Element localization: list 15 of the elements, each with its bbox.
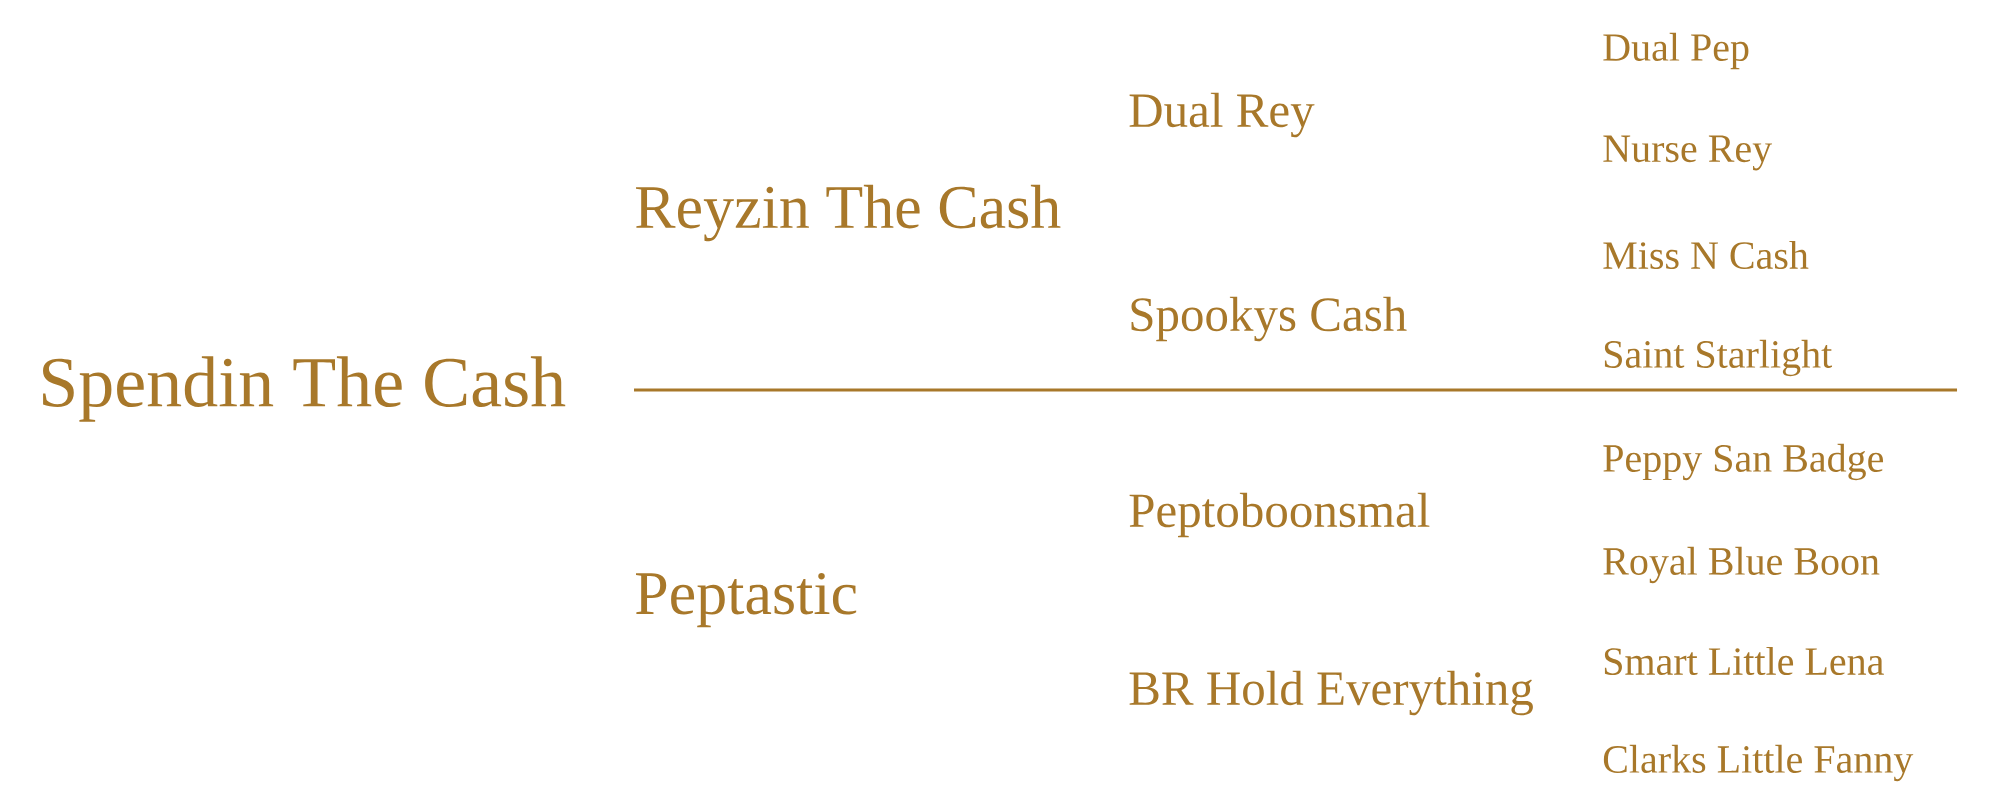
grandparent-name: Dual Rey <box>1129 92 1315 138</box>
parent-name: Peptastic <box>636 572 857 628</box>
subject-name: Spendin The Cash <box>43 356 566 422</box>
grandparent-name: Spookys Cash <box>1131 296 1407 342</box>
great-grandparent-name: Dual Pep <box>1603 32 1749 70</box>
great-grandparent-name: Peppy San Badge <box>1603 443 1883 481</box>
grandparent-name: BR Hold Everything <box>1129 670 1533 716</box>
great-grandparent-name: Royal Blue Boon <box>1603 546 1880 584</box>
great-grandparent-name: Saint Starlight <box>1604 339 1832 377</box>
great-grandparent-name: Smart Little Lena <box>1604 646 1884 676</box>
great-grandparent-name: Clarks Little Fanny <box>1603 744 1914 782</box>
great-grandparent-name: Miss N Cash <box>1603 240 1809 270</box>
grandparent-name: Peptoboonsmal <box>1129 492 1430 538</box>
great-grandparent-name: Nurse Rey <box>1603 135 1772 171</box>
parent-name: Reyzin The Cash <box>636 184 1061 242</box>
